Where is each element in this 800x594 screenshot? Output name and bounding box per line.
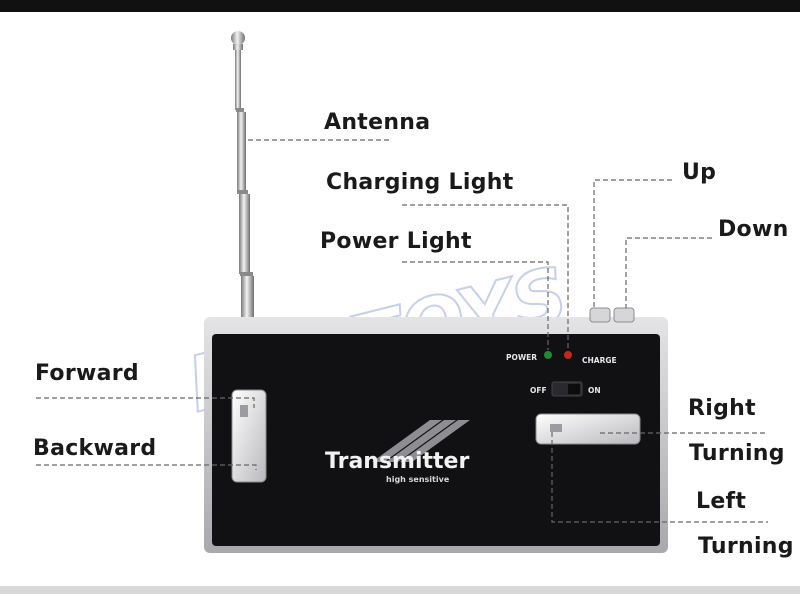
lever-grip-horizontal	[550, 424, 562, 432]
left-right-lever[interactable]	[535, 413, 641, 445]
charge-label: CHARGE	[582, 356, 617, 365]
bottom-border	[0, 586, 800, 594]
antenna-label: Antenna	[324, 110, 431, 135]
power-led	[544, 351, 552, 359]
up-button[interactable]	[589, 307, 611, 323]
brand-text: Transmitter	[325, 449, 469, 474]
forward-backward-lever[interactable]	[231, 389, 267, 483]
forward-label: Forward	[35, 361, 139, 386]
turning-right-label: Turning	[689, 441, 785, 466]
power-light-label: Power Light	[320, 229, 472, 254]
backward-label: Backward	[33, 436, 157, 461]
charging-light-label: Charging Light	[326, 170, 514, 195]
turning-left-label: Turning	[698, 534, 794, 559]
brand-slash-icon	[372, 420, 470, 462]
power-label: POWER	[506, 353, 537, 362]
top-border	[0, 0, 800, 12]
right-label: Right	[688, 396, 756, 421]
leader-lines	[36, 139, 768, 523]
tagline-text: high sensitive	[386, 475, 450, 484]
lever-grip	[240, 405, 248, 417]
antenna	[231, 31, 258, 326]
left-label: Left	[696, 489, 747, 514]
down-button[interactable]	[613, 307, 635, 323]
charge-led	[564, 351, 572, 359]
down-label: Down	[718, 217, 789, 242]
up-label: Up	[682, 160, 717, 185]
on-label: ON	[588, 386, 601, 395]
power-switch-knob	[568, 384, 580, 394]
off-label: OFF	[530, 386, 547, 395]
